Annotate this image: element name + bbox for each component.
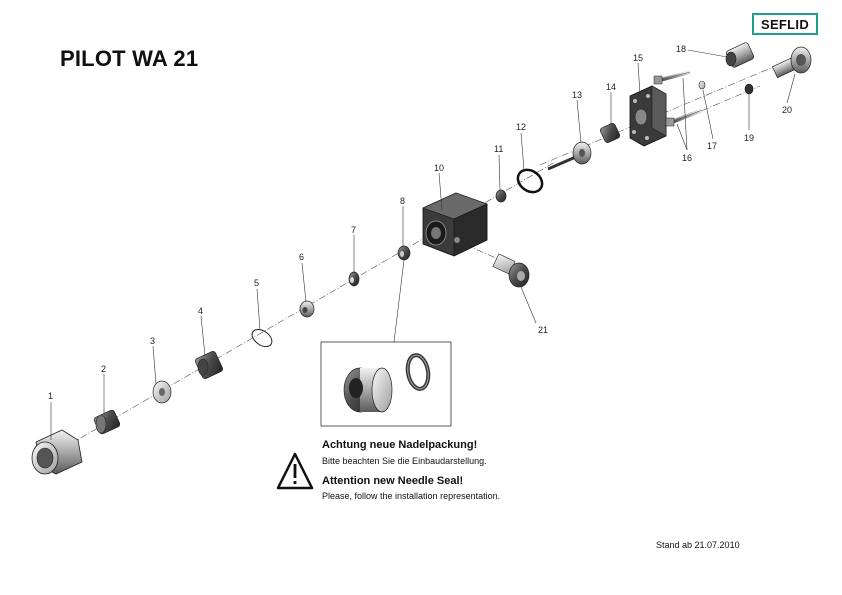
part-5-drawing	[251, 328, 273, 348]
part-21-drawing	[492, 253, 530, 288]
part-13-drawing	[547, 141, 592, 171]
callout-numbers: 1 2 3 4 5 6 7 8 10 11 12 13 14 15 16 17 …	[48, 44, 792, 401]
notice-text-de: Bitte beachten Sie die Einbaudarstellung…	[322, 456, 487, 466]
callout-part-13: 13	[572, 90, 582, 100]
callout-part-4: 4	[198, 306, 203, 316]
needle-seal-detail-inset	[320, 341, 452, 427]
callout-leaders	[50, 49, 796, 440]
callout-part-14: 14	[606, 82, 616, 92]
callout-part-18: 18	[676, 44, 686, 54]
callout-part-20: 20	[782, 105, 792, 115]
page-title: PILOT WA 21	[60, 46, 199, 71]
callout-part-21: 21	[538, 325, 548, 335]
part-4-drawing	[195, 351, 223, 379]
part-2-drawing	[93, 409, 121, 435]
part-16-drawing	[653, 70, 703, 127]
part-6-drawing	[299, 300, 315, 318]
logo-text: SEFLID	[760, 16, 810, 32]
part-12-drawing	[516, 168, 544, 194]
warning-triangle-icon	[276, 452, 314, 490]
callout-part-6: 6	[299, 252, 304, 262]
notice-heading-en: Attention new Needle Seal!	[322, 475, 464, 487]
callout-part-17: 17	[707, 141, 717, 151]
part-19-drawing	[744, 83, 754, 95]
part-14-drawing	[600, 123, 620, 143]
callout-part-8: 8	[400, 196, 405, 206]
callout-part-5: 5	[254, 278, 259, 288]
callout-part-3: 3	[150, 336, 155, 346]
callout-part-12: 12	[516, 122, 526, 132]
part-3-drawing	[152, 380, 172, 404]
callout-part-15: 15	[633, 53, 643, 63]
part-17-drawing	[698, 80, 706, 90]
part-8-drawing	[397, 245, 411, 261]
callout-part-19: 19	[744, 133, 754, 143]
part-7-drawing	[348, 271, 360, 287]
part-18-drawing	[725, 42, 755, 68]
callout-part-1: 1	[48, 391, 53, 401]
callout-part-11: 11	[494, 144, 503, 154]
part-10-drawing	[422, 192, 488, 257]
notice-text-en: Please, follow the installation represen…	[322, 491, 501, 501]
revision-date: Stand ab 21.07.2010	[656, 540, 740, 550]
seflid-logo: SEFLID	[752, 13, 818, 35]
callout-part-10: 10	[434, 163, 444, 173]
part-11-drawing	[495, 189, 507, 203]
callout-part-2: 2	[101, 364, 106, 374]
callout-part-7: 7	[351, 225, 356, 235]
part-1-drawing	[31, 429, 83, 475]
notice-heading-de: Achtung neue Nadelpackung!	[322, 439, 478, 451]
part-20-drawing	[771, 46, 812, 79]
callout-part-16: 16	[682, 153, 692, 163]
part-15-drawing	[629, 85, 667, 147]
